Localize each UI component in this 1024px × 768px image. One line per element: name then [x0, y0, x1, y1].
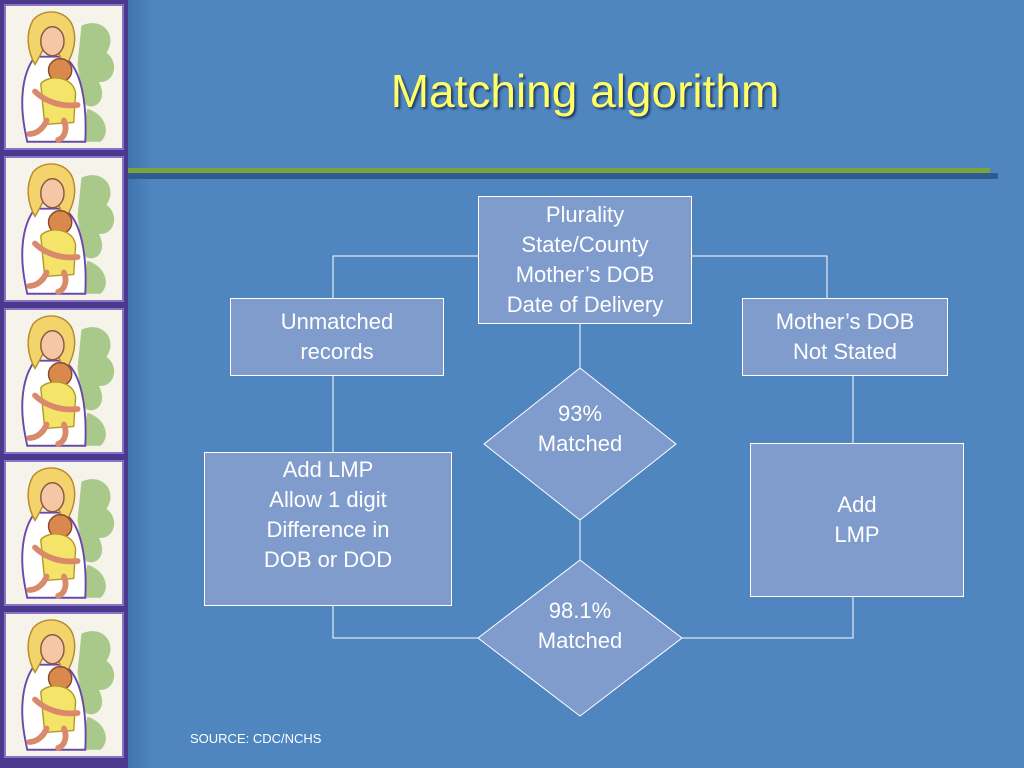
title-underline-shadow	[128, 173, 998, 179]
mother-child-illustration-3	[4, 308, 124, 454]
add-lmp-allow-line-2: Allow 1 digit	[269, 487, 387, 512]
decision-2-label: 98.1% Matched	[520, 596, 640, 656]
dob-not-stated-box: Mother’s DOB Not Stated	[742, 298, 948, 376]
criteria-box: Plurality State/County Mother’s DOB Date…	[478, 196, 692, 324]
criteria-line-3: Mother’s DOB	[515, 262, 655, 287]
decision-diamond-1	[483, 367, 677, 521]
mother-child-illustration-4	[4, 460, 124, 606]
add-lmp-line-2: LMP	[834, 522, 880, 547]
criteria-line-1: Plurality	[545, 202, 625, 227]
sidebar-image-strip	[0, 0, 128, 768]
source-note: SOURCE: CDC/NCHS	[190, 731, 322, 746]
unmatched-records-box: Unmatched records	[230, 298, 444, 376]
connector-add-lmp-to-decision-2	[682, 597, 854, 639]
connector-top-to-unmatched	[332, 255, 478, 298]
add-lmp-allow-line-4: DOB or DOD	[263, 547, 393, 572]
title-underline	[128, 168, 990, 173]
decision-diamond-2	[477, 559, 683, 717]
slide-title: Matching algorithm	[390, 65, 780, 117]
mother-child-illustration-2	[4, 156, 124, 302]
add-lmp-allow-line-1: Add LMP	[282, 457, 374, 482]
add-lmp-line-1: Add	[837, 492, 877, 517]
unmatched-line-2: records	[300, 339, 374, 364]
connector-add-lmp-allow-to-decision-2	[332, 605, 480, 639]
dob-not-stated-line-1: Mother’s DOB	[775, 309, 915, 334]
decision-2-percent: 98.1%	[548, 598, 612, 623]
decision-1-word: Matched	[537, 431, 623, 456]
add-lmp-allow-digit-box: Add LMP Allow 1 digit Difference in DOB …	[204, 452, 452, 606]
decision-2-word: Matched	[537, 628, 623, 653]
unmatched-line-1: Unmatched	[280, 309, 394, 334]
decision-1-label: 93% Matched	[520, 399, 640, 459]
add-lmp-allow-line-3: Difference in	[266, 517, 390, 542]
dob-not-stated-line-2: Not Stated	[793, 339, 897, 364]
decision-1-percent: 93%	[557, 401, 603, 426]
criteria-line-2: State/County	[521, 232, 649, 257]
mother-child-illustration-5	[4, 612, 124, 758]
criteria-line-4: Date of Delivery	[506, 292, 664, 317]
mother-child-illustration-1	[4, 4, 124, 150]
sidebar-shadow	[128, 0, 152, 768]
add-lmp-box: Add LMP	[750, 443, 964, 597]
connector-top-to-dob-not-stated	[691, 255, 828, 298]
